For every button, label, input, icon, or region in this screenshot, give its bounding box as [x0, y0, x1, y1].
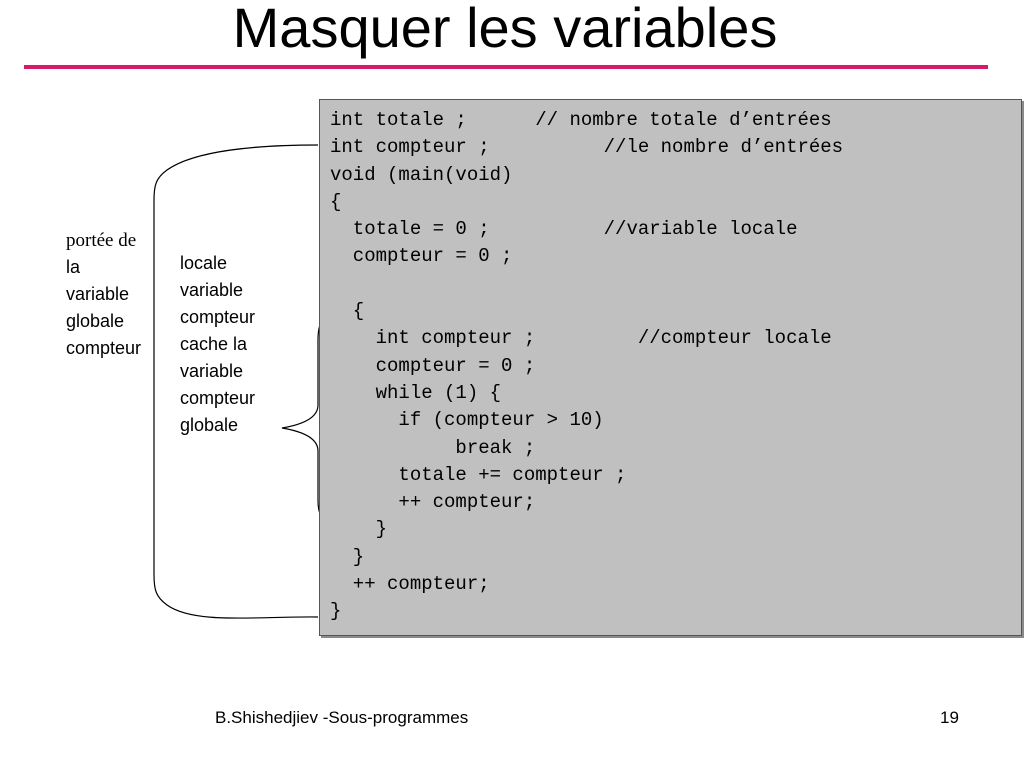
global-scope-label-line: portée de: [66, 230, 137, 251]
local-scope-label-line: locale: [180, 253, 228, 273]
global-scope-label-line: globale: [66, 311, 125, 331]
title-underline: [24, 65, 988, 69]
global-scope-label-line: variable: [66, 284, 130, 304]
global-scope-label-line: compteur: [66, 338, 142, 358]
code-line: {: [330, 300, 365, 323]
local-scope-label-line: compteur: [180, 307, 256, 327]
code-line: int compteur ; //le nombre d’entrées: [330, 136, 844, 159]
page-number: 19: [940, 708, 959, 727]
local-scope-label: locale variable compteur cache la variab…: [180, 250, 255, 439]
local-scope-label-line: variable: [180, 280, 244, 300]
global-scope-label-line: la: [66, 257, 81, 277]
code-line: int totale ; // nombre totale d’entrées: [330, 109, 832, 131]
code-line: compteur = 0 ;: [330, 354, 536, 377]
local-scope-label-line: compteur: [180, 388, 256, 408]
code-line: compteur = 0 ;: [330, 245, 513, 268]
code-line: totale += compteur ;: [330, 463, 627, 486]
footer-author: B.Shishedjiev -Sous-programmes: [215, 708, 469, 727]
global-scope-label: portée de la variable globale compteur: [66, 227, 141, 362]
local-scope-label-line: variable: [180, 361, 244, 381]
code-line: break ;: [330, 436, 536, 459]
code-line: ++ compteur;: [330, 573, 490, 596]
code-line: [330, 271, 1021, 298]
code-line: }: [330, 545, 365, 568]
code-line: }: [330, 600, 342, 623]
local-scope-label-line: globale: [180, 415, 239, 435]
code-line: {: [330, 190, 342, 213]
local-scope-label-line: cache la: [180, 334, 248, 354]
code-panel: int totale ; // nombre totale d’entrées …: [319, 99, 1022, 636]
code-line: int compteur ; //compteur locale: [330, 327, 832, 350]
code-line: void (main(void): [330, 163, 513, 186]
code-line: ++ compteur;: [330, 491, 536, 514]
code-line: if (compteur > 10): [330, 409, 604, 432]
slide-title: Masquer les variables: [232, 0, 778, 59]
code-line: }: [330, 518, 388, 541]
code-line: totale = 0 ; //variable locale: [330, 218, 798, 241]
code-line: while (1) {: [330, 381, 502, 404]
